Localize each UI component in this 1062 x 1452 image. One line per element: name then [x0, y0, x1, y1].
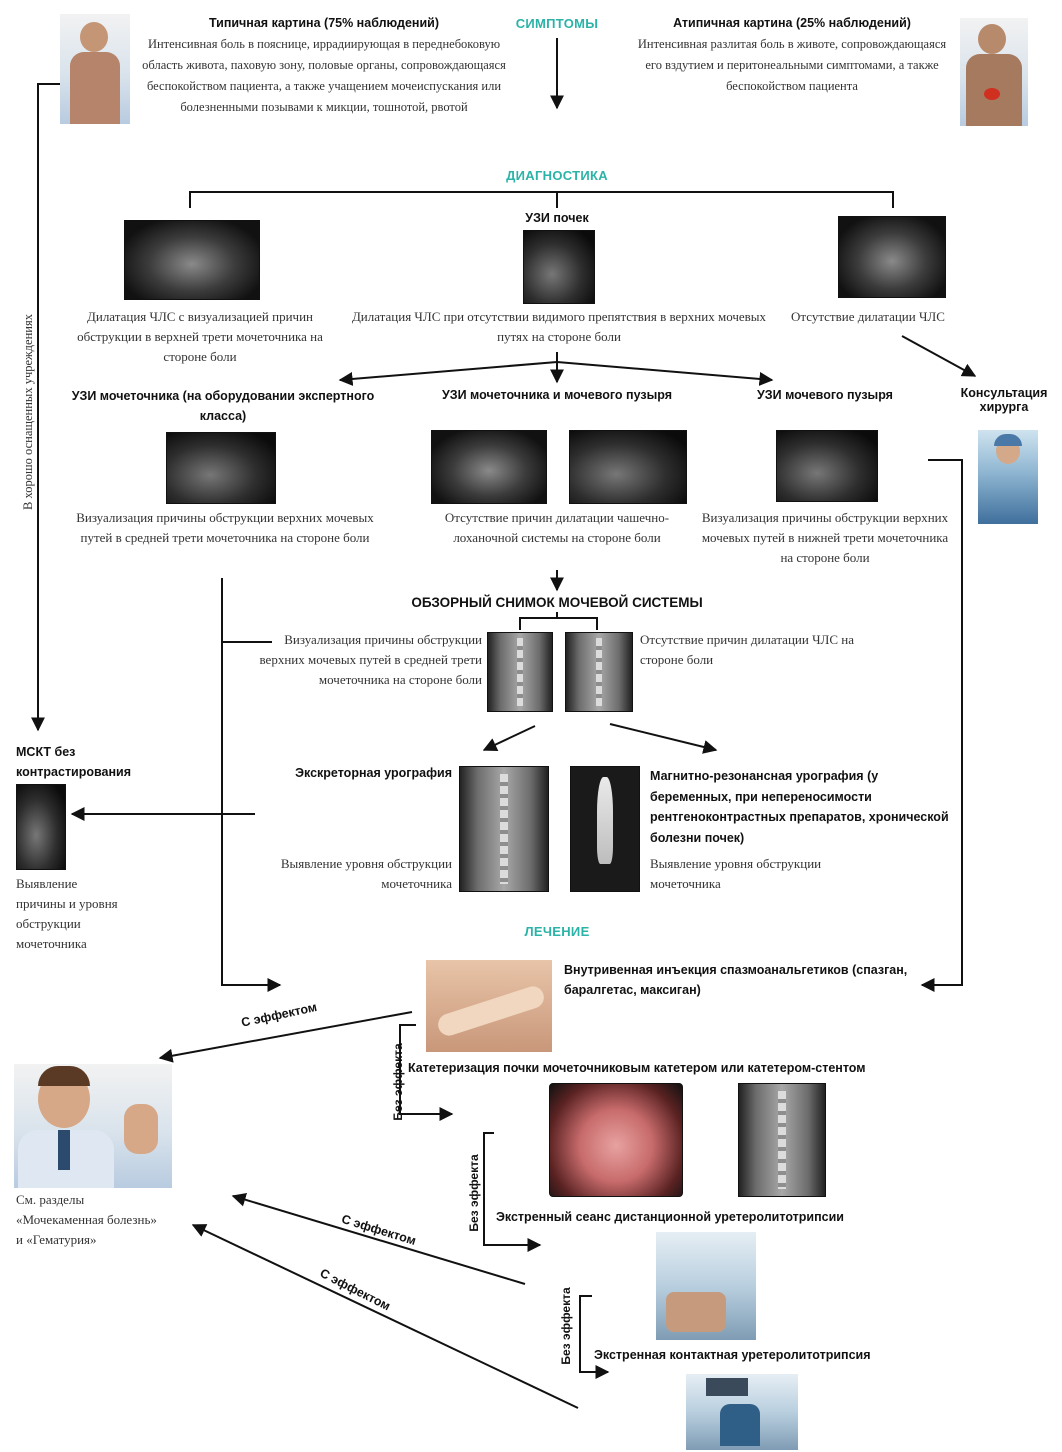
excretory-text: Выявление уровня обструкции мочеточника [280, 856, 452, 891]
surgeon-image [978, 430, 1038, 524]
kidney-ultrasound-left-image [124, 220, 260, 300]
contact-procedure-image [686, 1374, 798, 1450]
mr-text: Выявление уровня обструкции мочеточника [650, 856, 822, 891]
atypical-title: Атипичная картина (25% наблюдений) [673, 16, 911, 30]
kidney-ultrasound-right-image [838, 216, 946, 298]
typical-title: Типичная картина (75% наблюдений) [208, 16, 440, 30]
uzi-bladder-title: УЗИ мочевого пузыря [757, 388, 893, 402]
uzi-kidneys-title: УЗИ почек [525, 211, 589, 225]
eswl-procedure-image [656, 1232, 756, 1340]
without-effect-label-3: Без эффекта [559, 1287, 573, 1365]
kidney-result-right: Отсутствие дилатации ЧЛС [791, 309, 945, 324]
smiling-doctor-image [14, 1064, 172, 1188]
survey-left-text: Визуализация причины обструкции верхних … [259, 632, 483, 687]
cystoscopy-image [549, 1083, 683, 1197]
stent-xray-image [738, 1083, 826, 1197]
kidney-ultrasound-center-image [523, 230, 595, 304]
injection-text: Внутривенная инъекция спазмоанальгетиков… [564, 963, 908, 997]
see-sections-text: См. разделы «Мочекаменная болезнь» и «Ге… [16, 1192, 157, 1247]
uzi-ureter-bladder-text: Отсутствие причин дилатации чашечно-лоха… [444, 510, 670, 545]
section-treatment: ЛЕЧЕНИЕ [524, 924, 590, 939]
atypical-text: Интенсивная разлитая боль в животе, сопр… [637, 37, 947, 93]
kidney-result-center: Дилатация ЧЛС при отсутствии видимого пр… [351, 309, 767, 344]
uzi-bladder-text: Визуализация причины обструкции верхних … [701, 510, 949, 565]
excretory-xray-image [459, 766, 549, 892]
back-pain-patient-image [60, 14, 130, 124]
uzi-ureter-title: УЗИ мочеточника (на оборудовании эксперт… [71, 389, 375, 423]
contact-text: Экстренная контактная уретеролитотрипсия [594, 1348, 871, 1362]
catheter-text: Катетеризация почки мочеточниковым катет… [408, 1061, 866, 1075]
well-equipped-vertical-label: В хорошо оснащенных учреждениях [21, 314, 35, 510]
section-symptoms: СИМПТОМЫ [515, 16, 599, 31]
ureter-ultrasound-image [166, 432, 276, 504]
abdominal-pain-patient-image [960, 18, 1028, 126]
excretory-title: Экскреторная урография [295, 766, 452, 780]
msct-title: МСКТ без контрастирования [16, 745, 132, 779]
mr-urography-image [570, 766, 640, 892]
without-effect-label-1: Без эффекта [391, 1043, 405, 1121]
survey-xray-left-image [487, 632, 553, 712]
iv-injection-image [426, 960, 552, 1052]
kidney-result-left: Дилатация ЧЛС с визуализацией причин обс… [77, 309, 323, 364]
ureter-bladder-ultrasound-image-1 [431, 430, 547, 504]
eswl-text: Экстренный сеанс дистанционной уретероли… [496, 1210, 844, 1224]
surgeon-consult-title: Консультация хирурга [960, 386, 1048, 414]
uzi-ureter-bladder-title: УЗИ мочеточника и мочевого пузыря [441, 388, 673, 402]
msct-image [16, 784, 66, 870]
survey-title: ОБЗОРНЫЙ СНИМОК МОЧЕВОЙ СИСТЕМЫ [411, 595, 703, 610]
bladder-ultrasound-image [776, 430, 878, 502]
msct-text: Выявление причины и уровня обструкции мо… [16, 876, 118, 951]
uzi-ureter-text: Визуализация причины обструкции верхних … [76, 510, 374, 545]
survey-xray-right-image [565, 632, 633, 712]
typical-text: Интенсивная боль в пояснице, иррадиирующ… [142, 37, 506, 114]
ureter-bladder-ultrasound-image-2 [569, 430, 687, 504]
section-diagnostics: ДИАГНОСТИКА [506, 168, 608, 183]
without-effect-label-2: Без эффекта [467, 1154, 481, 1232]
survey-right-text: Отсутствие причин дилатации ЧЛС на сторо… [640, 632, 854, 667]
mr-title: Магнитно-резонансная урография (у береме… [650, 769, 949, 845]
